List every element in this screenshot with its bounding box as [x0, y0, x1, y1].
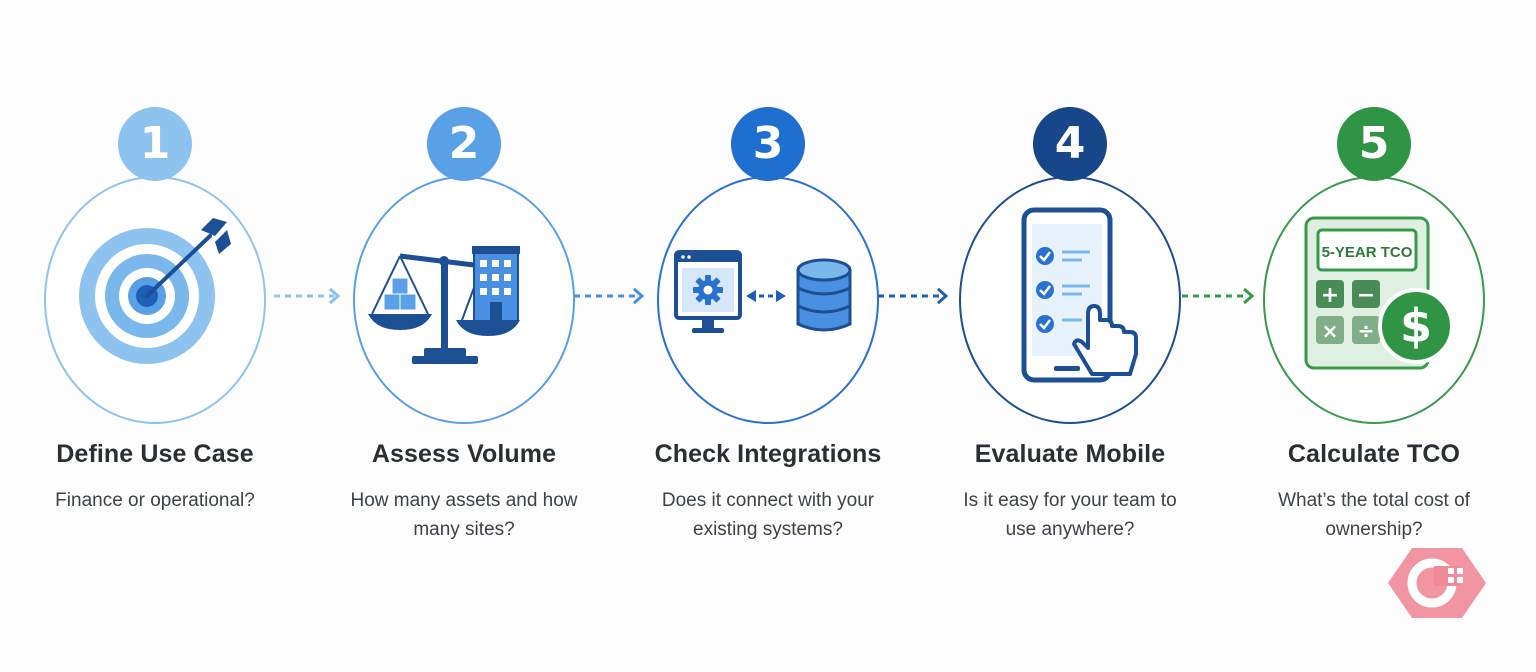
- step-number-badge: 4: [1033, 107, 1107, 181]
- step-number-badge: 3: [731, 107, 805, 181]
- step-3: 3: [618, 0, 918, 672]
- connector-arrow-2-3: [574, 287, 645, 305]
- connector-arrow-3-4: [878, 287, 949, 305]
- step-title: Evaluate Mobile: [974, 440, 1166, 468]
- step-title: Calculate TCO: [1287, 440, 1461, 468]
- calculator-display-label: 5-YEAR TCO: [1322, 244, 1413, 261]
- step-description: Is it easy for your team to use anywhere…: [963, 490, 1177, 540]
- step-number-badge: 1: [118, 107, 192, 181]
- computer-database-icon: [674, 250, 852, 333]
- step-4: 4 Evaluate Mobile Is it easy for you: [920, 0, 1220, 672]
- step-number-badge: 5: [1337, 107, 1411, 181]
- scale-building-icon: [368, 246, 520, 364]
- step-2: 2 Assess Volume H: [314, 0, 614, 672]
- step-description: Finance or operational?: [55, 490, 255, 511]
- calculator-key-minus: −: [1357, 283, 1375, 308]
- calculator-key-times: ×: [1322, 319, 1339, 343]
- dollar-sign: $: [1400, 299, 1432, 353]
- calculator-dollar-icon: 5-YEAR TCO + − × ÷ $: [1304, 216, 1454, 370]
- phone-checklist-icon: [1021, 207, 1138, 383]
- step-title: Check Integrations: [654, 440, 882, 468]
- step-description: Does it connect with your existing syste…: [661, 490, 875, 540]
- calculator-key-plus: +: [1321, 283, 1339, 308]
- connector-arrow-1-2: [274, 287, 341, 305]
- calculator-key-divide: ÷: [1358, 319, 1375, 343]
- step-description: How many assets and how many sites?: [350, 490, 578, 540]
- step-description: What’s the total cost of ownership?: [1278, 490, 1470, 540]
- step-title: Assess Volume: [371, 440, 557, 468]
- step-1: 1 Define Use Case Finance or operational…: [5, 0, 305, 672]
- target-arrow-icon: [79, 218, 231, 364]
- step-title: Define Use Case: [56, 440, 254, 468]
- step-5: 5 5-YEAR TCO + − × ÷ $ Calculate TCO Wha…: [1224, 0, 1524, 672]
- step-number-badge: 2: [427, 107, 501, 181]
- watermark-logo-icon: [1388, 548, 1486, 618]
- connector-arrow-4-5: [1182, 287, 1255, 305]
